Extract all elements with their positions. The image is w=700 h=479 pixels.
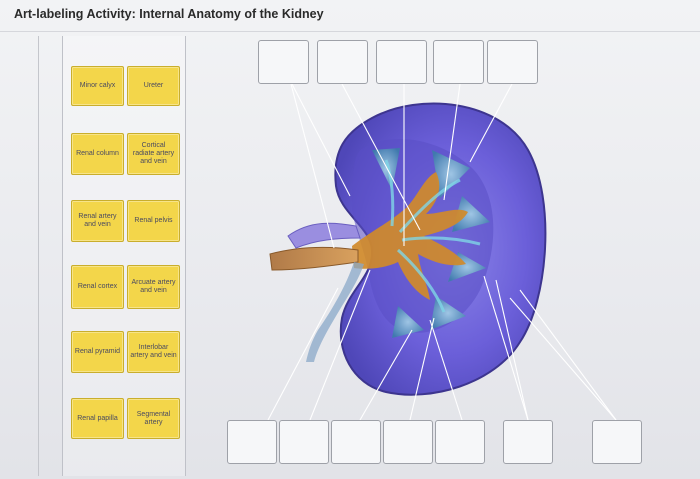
- renal-pelvis-shape: [352, 172, 468, 300]
- drop-target-bottom-2[interactable]: [279, 420, 329, 464]
- label-text: Renal pelvis: [134, 217, 173, 224]
- renal-pyramid-3: [452, 196, 490, 232]
- drop-target-top-5[interactable]: [487, 40, 538, 84]
- label-minor-calyx[interactable]: Minor calyx: [71, 66, 124, 106]
- label-renal-papilla[interactable]: Renal papilla: [71, 398, 124, 439]
- leader-lines: [267, 83, 617, 421]
- renal-vein-shape: [287, 222, 361, 249]
- label-text: Arcuate artery and vein: [131, 279, 176, 294]
- drop-target-top-2[interactable]: [317, 40, 368, 84]
- drop-target-bottom-6[interactable]: [503, 420, 553, 464]
- label-text: Segmental artery: [136, 410, 171, 426]
- drop-target-top-3[interactable]: [376, 40, 427, 84]
- label-bank-frame: [38, 36, 62, 476]
- label-renal-column[interactable]: Renal column: [71, 133, 124, 175]
- ureter-shape: [269, 246, 359, 271]
- label-arcuate-artery-and-vein[interactable]: Arcuate artery and vein: [127, 265, 180, 309]
- label-text: Renal pyramid: [74, 348, 121, 355]
- label-segmental-artery[interactable]: Segmental artery: [127, 398, 180, 439]
- ureter-descending: [306, 262, 364, 362]
- drop-target-bottom-7[interactable]: [592, 420, 642, 464]
- label-text: Renal artery and vein: [78, 213, 117, 228]
- label-text: Renal column: [76, 150, 119, 157]
- interlobar-vessels: [384, 159, 481, 313]
- drop-target-bottom-1[interactable]: [227, 420, 277, 464]
- label-renal-artery-and-vein[interactable]: Renal artery and vein: [71, 200, 124, 242]
- drop-target-bottom-5[interactable]: [435, 420, 485, 464]
- label-text: Ureter: [143, 82, 164, 89]
- drop-target-bottom-4[interactable]: [383, 420, 433, 464]
- title-divider: [0, 31, 700, 32]
- label-text: Cortical radiate artery and vein: [132, 142, 175, 165]
- page-title: Art-labeling Activity: Internal Anatomy …: [14, 7, 324, 21]
- label-cortical-radiate-artery-and-vein[interactable]: Cortical radiate artery and vein: [127, 133, 180, 175]
- label-text: Interlobar artery and vein: [130, 344, 177, 359]
- label-text: Minor calyx: [79, 82, 116, 89]
- label-text: Renal cortex: [77, 283, 118, 290]
- drop-target-top-4[interactable]: [433, 40, 484, 84]
- renal-pyramid-2: [432, 150, 470, 198]
- drop-target-top-1[interactable]: [258, 40, 309, 84]
- label-renal-pyramid[interactable]: Renal pyramid: [71, 331, 124, 373]
- renal-pyramid-6: [392, 306, 424, 338]
- label-interlobar-artery-and-vein[interactable]: Interlobar artery and vein: [127, 331, 180, 373]
- drop-target-bottom-3[interactable]: [331, 420, 381, 464]
- label-renal-cortex[interactable]: Renal cortex: [71, 265, 124, 309]
- label-text: Renal papilla: [77, 414, 118, 422]
- label-ureter[interactable]: Ureter: [127, 66, 180, 106]
- renal-pyramid-5: [430, 296, 466, 330]
- label-renal-pelvis[interactable]: Renal pelvis: [127, 200, 180, 242]
